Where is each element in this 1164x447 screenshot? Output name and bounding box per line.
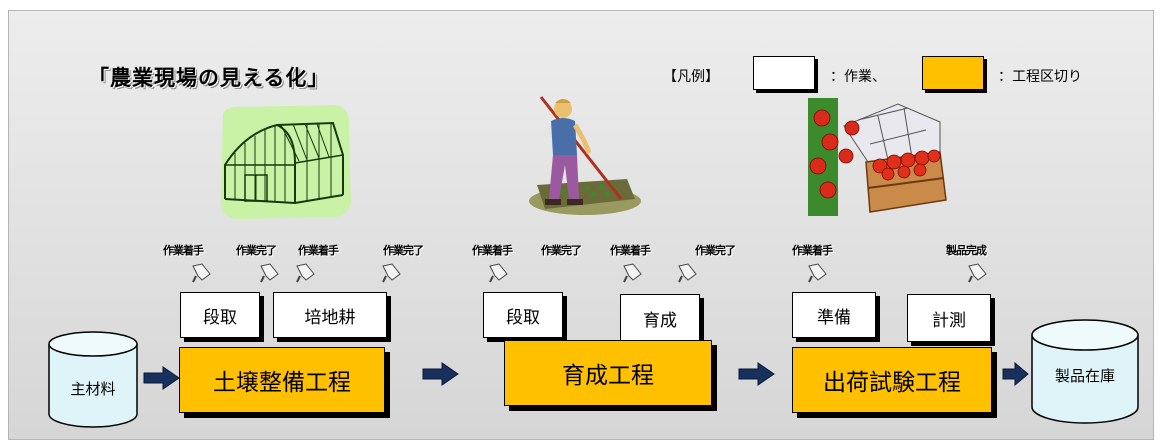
- process-box: 出荷試験工程: [792, 347, 992, 413]
- process-box: 土壌整備工程: [179, 347, 385, 413]
- input-label: 主材料: [70, 380, 116, 398]
- tomato-harvest-icon: [808, 98, 947, 216]
- event-tag: 作業完了: [695, 244, 736, 257]
- barcode-reader-icon: [382, 263, 401, 283]
- barcode-reader-icon: [623, 263, 642, 283]
- event-tag: 作業着手: [472, 244, 513, 257]
- legend-label: 【凡例】: [663, 69, 719, 85]
- event-tag: 作業完了: [541, 244, 582, 257]
- farmer-icon: [529, 96, 641, 215]
- barcode-reader-icon: [192, 263, 211, 283]
- event-tag: 作業着手: [298, 244, 339, 257]
- event-tag: 作業完了: [236, 244, 277, 257]
- task-box: 準備: [792, 292, 876, 338]
- legend-process-swatch: [922, 56, 984, 90]
- legend-work-swatch: [753, 56, 815, 90]
- flow-arrow-icon: [1002, 362, 1029, 386]
- barcode-reader-icon: [489, 263, 508, 283]
- task-box: 計測: [907, 294, 991, 342]
- event-tag: 製品完成: [946, 244, 987, 257]
- event-tag: 作業着手: [610, 244, 651, 257]
- barcode-reader-icon: [296, 263, 315, 283]
- barcode-reader-icon: [968, 263, 987, 283]
- output-label: 製品在庫: [1054, 367, 1115, 385]
- diagram-title: 「農業現場の見える化」: [88, 66, 330, 90]
- barcode-reader-icon: [808, 263, 827, 283]
- flow-arrow-icon: [738, 362, 775, 386]
- barcode-reader-icon: [678, 263, 697, 283]
- task-box: 段取: [483, 292, 563, 338]
- legend-work-label: ：作業、: [830, 69, 886, 85]
- greenhouse-icon: [220, 105, 351, 219]
- legend-process-label: ：工程区切り: [998, 69, 1082, 85]
- event-tag: 作業完了: [383, 244, 424, 257]
- input-storage: 主材料: [47, 330, 139, 430]
- barcode-reader-icon: [260, 263, 279, 283]
- task-box: 育成: [620, 294, 700, 342]
- task-box: 培地耕: [273, 292, 387, 338]
- flow-arrow-icon: [422, 362, 459, 386]
- event-tag: 作業着手: [792, 244, 833, 257]
- output-storage: 製品在庫: [1030, 317, 1140, 427]
- process-box: 育成工程: [504, 340, 712, 406]
- task-box: 段取: [180, 292, 260, 338]
- flow-arrow-icon: [143, 366, 180, 390]
- event-tag: 作業着手: [163, 244, 204, 257]
